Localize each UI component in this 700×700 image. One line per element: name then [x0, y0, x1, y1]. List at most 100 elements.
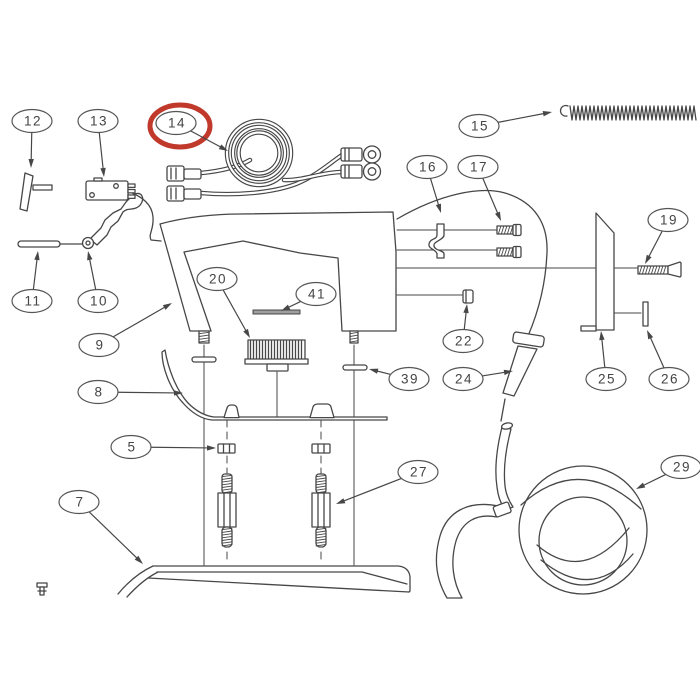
callout-bubble[interactable] [11, 108, 53, 134]
part-ring-terminals [340, 145, 382, 181]
callout-bubble[interactable] [585, 366, 627, 392]
callout-11[interactable]: 11 [11, 251, 53, 314]
callout-arrowhead [243, 328, 250, 338]
callout-arrowhead [494, 211, 501, 221]
callout-arrow [648, 335, 665, 369]
callout-arrow [117, 391, 178, 394]
callout-13[interactable]: 13 [77, 108, 119, 178]
callout-arrow [222, 289, 248, 334]
part-small-screw [36, 582, 48, 596]
callout-bubble[interactable] [648, 366, 690, 392]
callout-arrowhead [173, 390, 183, 396]
callout-bubble[interactable] [397, 459, 439, 485]
callout-5[interactable]: 5 [110, 434, 216, 460]
callout-bubble[interactable] [58, 489, 100, 515]
callout-arrow [98, 132, 104, 172]
callout-bubble[interactable] [77, 379, 119, 405]
callout-arrow [601, 336, 606, 368]
part-spade-connectors [166, 165, 202, 202]
callout-25[interactable]: 25 [585, 331, 627, 392]
callout-bubble[interactable] [196, 266, 238, 292]
part-curved-shoe [161, 349, 388, 421]
callout-22[interactable]: 22 [442, 304, 484, 354]
callout-bubble[interactable] [110, 434, 152, 460]
callout-arrow [647, 230, 663, 259]
callout-arrow [32, 256, 38, 290]
callout-arrow [112, 305, 168, 338]
callout-bubble[interactable] [77, 108, 119, 134]
callout-bubble[interactable] [660, 454, 700, 480]
callout-8[interactable]: 8 [77, 379, 183, 405]
callout-arrowhead [599, 331, 605, 341]
part-housing-studs [198, 330, 359, 344]
callout-arrow [88, 256, 97, 290]
callout-24[interactable]: 24 [442, 366, 513, 392]
callout-12[interactable]: 12 [11, 108, 53, 169]
callout-15[interactable]: 15 [458, 111, 552, 139]
callout-bubble[interactable] [457, 154, 499, 180]
callout-arrowhead [542, 111, 552, 117]
callout-arrowhead [218, 144, 228, 151]
callout-arrowhead [162, 303, 172, 310]
callout-26[interactable]: 26 [647, 330, 690, 392]
callout-arrow [30, 132, 33, 163]
callout-arrow [341, 477, 402, 503]
callout-41[interactable]: 41 [281, 281, 337, 312]
callout-arrowhead [34, 251, 40, 261]
callout-arrowhead [463, 304, 469, 314]
part-back-plate [580, 212, 615, 332]
callout-bubble[interactable] [155, 110, 197, 136]
callout-arrowhead [206, 445, 216, 451]
assembly-lines-right [396, 229, 642, 314]
callout-bubble[interactable] [78, 332, 120, 358]
callout-7[interactable]: 7 [58, 489, 143, 565]
callout-number: 41 [308, 287, 326, 302]
callout-bubble[interactable] [388, 366, 430, 392]
callout-16[interactable]: 16 [406, 154, 448, 214]
callout-arrowhead [281, 304, 291, 311]
callout-bubble[interactable] [442, 366, 484, 392]
callout-bubble[interactable] [11, 288, 53, 314]
part-handle-grip [500, 331, 545, 422]
callout-bubble[interactable] [406, 154, 448, 180]
part-actuator-blade [19, 172, 53, 212]
callout-arrowhead [336, 498, 346, 504]
callout-bubble[interactable] [77, 288, 119, 314]
callout-number: 19 [660, 213, 678, 228]
callout-number: 20 [209, 272, 227, 287]
callout-10[interactable]: 10 [77, 251, 119, 314]
callout-number: 16 [419, 160, 437, 175]
callout-number: 24 [455, 372, 473, 387]
callout-arrowhead [369, 368, 379, 374]
part-standoffs [217, 473, 331, 548]
part-extension-spring [559, 104, 697, 121]
part-wire-clip [428, 223, 445, 259]
callout-17[interactable]: 17 [457, 154, 501, 222]
callout-arrowhead [435, 203, 441, 213]
part-wire-harness [198, 118, 345, 197]
callout-bubble[interactable] [458, 113, 500, 139]
callout-bubble[interactable] [442, 328, 484, 354]
callout-bubble[interactable] [295, 281, 337, 307]
callout-29[interactable]: 29 [636, 454, 700, 490]
callout-arrowhead [28, 158, 34, 168]
callout-27[interactable]: 27 [336, 459, 439, 505]
callout-arrowhead [647, 330, 654, 340]
callout-arrow [463, 309, 467, 330]
callout-bubble[interactable] [647, 207, 689, 233]
highlight-ring [147, 102, 213, 150]
callout-number: 11 [24, 294, 41, 309]
callout-arrow [497, 112, 547, 123]
callout-arrowhead [100, 167, 106, 177]
callout-14[interactable]: 14 [147, 102, 228, 151]
callout-19[interactable]: 19 [645, 207, 689, 265]
callout-number: 25 [598, 372, 616, 387]
part-pin-26 [642, 301, 649, 327]
callout-20[interactable]: 20 [196, 266, 250, 339]
callout-number: 7 [75, 495, 84, 510]
callout-arrowhead [636, 482, 646, 489]
part-screws-17 [496, 223, 522, 259]
callout-39[interactable]: 39 [369, 366, 430, 392]
callout-9[interactable]: 9 [78, 303, 172, 358]
thread-hatching [198, 226, 667, 547]
